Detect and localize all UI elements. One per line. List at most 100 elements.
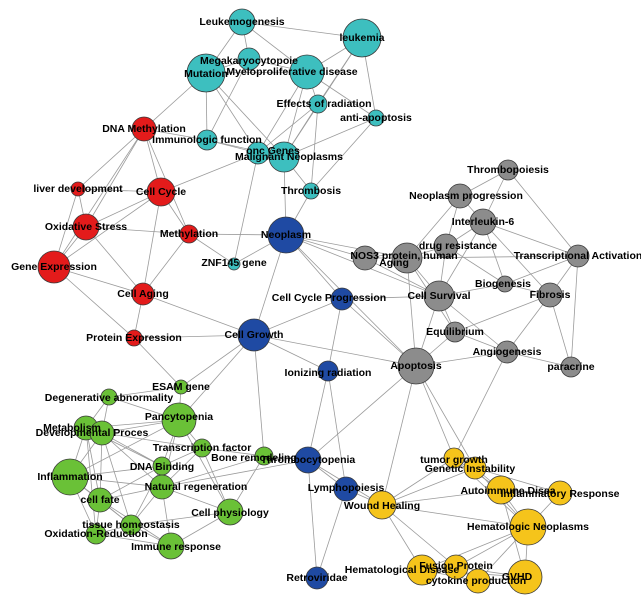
edge-interleukin-6-transcriptional-activation: [482, 221, 579, 257]
node-myeloproliferative: [289, 54, 325, 90]
node-label-myeloproliferative: Myeloproliferative disease: [226, 66, 357, 78]
node-cell-fate: [87, 487, 113, 513]
node-onc-genes: [246, 141, 270, 165]
node-fusion-protein: [443, 554, 469, 580]
node-label-effects-radiation: Effects of radiation: [276, 98, 371, 110]
node-label-developmental: Developmental Proces: [36, 427, 149, 439]
edge-cell-cycle-progression-ionizing-radiation: [327, 298, 343, 372]
node-paracrine: [560, 356, 582, 378]
node-label-malignant-neoplasms: Malignant Neoplasms: [235, 151, 343, 163]
node-label-apoptosis: Apoptosis: [390, 360, 441, 372]
node-lymphopoiesis: [333, 476, 359, 502]
edge-onc-genes-cell-cycle: [160, 152, 259, 193]
edge-thrombopoiesis-transcriptional-activation: [507, 169, 579, 257]
node-label-neoplasm: Neoplasm: [261, 229, 311, 241]
node-label-equilibrium: Equilibrium: [426, 326, 484, 338]
node-label-inflammatory-response: Inflammatory Response: [500, 488, 619, 500]
edge-methylation-cell-aging: [142, 233, 190, 295]
node-neoplasm-progression: [447, 183, 473, 209]
node-cell-aging: [131, 282, 155, 306]
node-biogenesis: [496, 275, 514, 293]
node-neoplasm: [267, 216, 305, 254]
edge-onc-genes-znf145: [233, 152, 259, 265]
node-cytokine-production: [465, 568, 491, 594]
node-label-angiogenesis: Angiogenesis: [473, 346, 542, 358]
node-label-tumor-growth: tumor growth: [420, 454, 488, 466]
node-oxidative-stress: [72, 213, 100, 241]
node-label-gvhd: GVHD: [502, 571, 533, 583]
edge-leukemogenesis-leukemia: [241, 21, 363, 39]
edge-bone-remodeling-natural-regeneration: [161, 455, 265, 488]
node-gene-expression: [37, 250, 71, 284]
node-label-wound-healing: Wound Healing: [344, 500, 420, 512]
node-label-methylation: Methylation: [160, 228, 218, 240]
node-label-oxidation-reduction: Oxidation-Reduction: [44, 528, 147, 540]
node-label-dna-binding: DNA Binding: [130, 461, 194, 473]
node-label-inflammation: Inflammation: [37, 471, 102, 483]
node-methylation: [179, 224, 199, 244]
node-label-biogenesis: Biogenesis: [475, 278, 531, 290]
node-leukemia: [342, 18, 382, 58]
node-label-transcriptional-activation: Transcriptional Activation: [514, 250, 641, 262]
edge-cell-growth-bone-remodeling: [253, 334, 265, 457]
node-label-esam: ESAM gene: [152, 381, 210, 393]
node-label-cell-cycle-progression: Cell Cycle Progression: [272, 292, 386, 304]
node-anti-apoptosis: [367, 109, 385, 127]
node-label-autoimmune: Autoimmune Disea: [460, 485, 555, 497]
node-label-drug-resistance: drug resistance: [419, 240, 497, 252]
node-label-genetic-instability: Genetic Instability: [425, 463, 516, 475]
node-label-hematological-disease: Hematological Disease: [345, 564, 460, 576]
node-transcription-factor: [192, 438, 212, 458]
node-label-cell-fate: cell fate: [80, 494, 119, 506]
node-mutation: [186, 53, 226, 93]
node-label-leukemia: leukemia: [340, 32, 385, 44]
node-inflammation: [51, 458, 89, 496]
edge-wound-healing-fusion-protein: [381, 504, 457, 568]
node-tissue-homeostasis: [120, 514, 142, 536]
edge-wound-healing-hematologic-neoplasms: [381, 504, 529, 528]
edge-hematologic-neoplasms-hematological-disease: [421, 526, 529, 571]
node-angiogenesis: [495, 340, 519, 364]
edge-pancytopenia-inflammation: [69, 419, 180, 478]
node-cell-cycle: [146, 177, 176, 207]
node-label-tissue-homeostasis: tissue homeostasis: [82, 519, 180, 531]
node-label-natural-regeneration: Natural regeneration: [145, 481, 248, 493]
edge-interleukin-6-fibrosis: [482, 221, 551, 296]
node-immunologic: [196, 129, 218, 151]
edge-genetic-instability-inflammatory-response: [474, 467, 561, 494]
node-label-thrombopoiesis: Thrombopoiesis: [467, 164, 549, 176]
node-label-thrombosis: Thrombosis: [281, 185, 341, 197]
node-label-fusion-protein: Fusion Protein: [419, 560, 493, 572]
edge-oxidative-stress-methylation: [85, 226, 190, 235]
node-label-onc-genes: onc Genes: [246, 145, 300, 157]
node-label-thrombocytopenia: Thrombocytopenia: [261, 454, 356, 466]
node-label-gene-expression: Gene Expression: [11, 261, 97, 273]
node-label-interleukin-6: Interleukin-6: [452, 216, 515, 228]
edge-thrombocytopenia-natural-regeneration: [161, 459, 309, 488]
node-label-leukemogenesis: Leukemogenesis: [199, 16, 284, 28]
node-pancytopenia: [161, 402, 197, 438]
edge-transcriptional-activation-biogenesis: [504, 255, 579, 285]
edge-developmental-tissue-homeostasis: [101, 432, 132, 526]
node-cell-growth: [237, 318, 271, 352]
node-cell-physiology: [216, 498, 244, 526]
node-cell-survival: [423, 280, 455, 312]
edge-cell-cycle-cell-aging: [142, 191, 162, 295]
node-megakaryocytopoiesis: [237, 47, 261, 71]
node-malignant-neoplasms: [268, 141, 300, 173]
node-gvhd: [507, 559, 543, 595]
node-nos3: [352, 245, 378, 271]
edge-metabolism-oxidation-reduction: [85, 427, 97, 535]
edge-anti-apoptosis-malignant-neoplasms: [283, 117, 377, 158]
node-drug-resistance: [433, 233, 459, 259]
edge-transcription-factor-bone-remodeling: [201, 447, 265, 457]
node-label-fibrosis: Fibrosis: [530, 289, 571, 301]
edge-dna-methylation-gene-expression: [53, 128, 145, 268]
node-label-retroviridae: Retroviridae: [286, 572, 347, 584]
node-hematological-disease: [406, 554, 438, 586]
edge-megakaryocytopoiesis-immunologic: [206, 58, 250, 141]
node-retroviridae: [305, 566, 329, 590]
node-equilibrium: [444, 321, 466, 343]
edge-cell-growth-pancytopenia: [178, 334, 255, 421]
